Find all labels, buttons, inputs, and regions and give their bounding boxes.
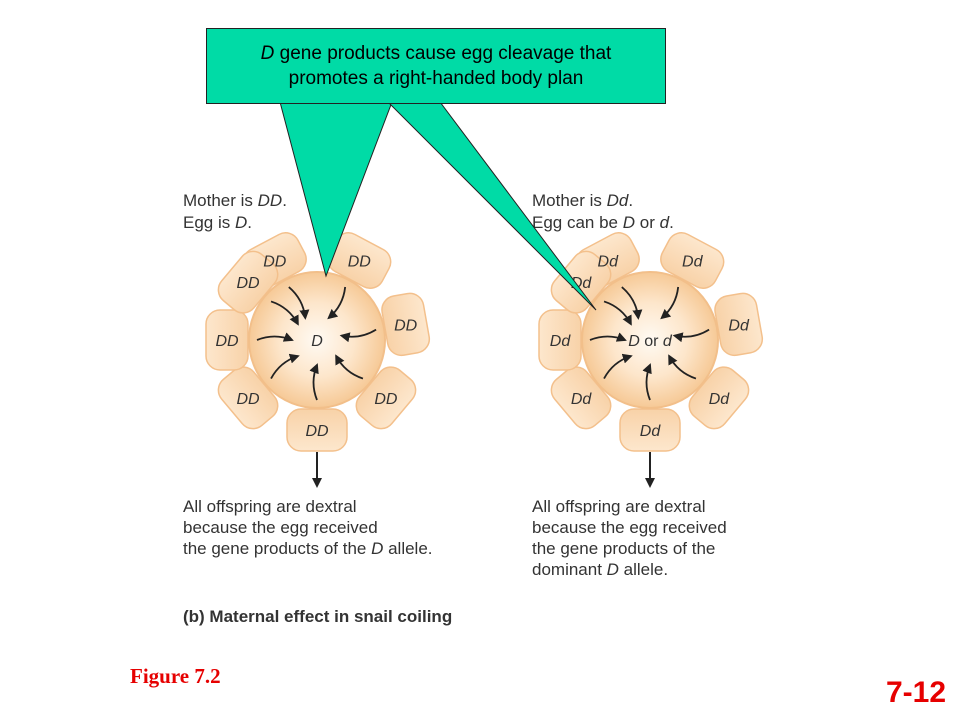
- transfer-arrow: [589, 332, 627, 342]
- right-egg-header: Egg can be D or d.: [532, 213, 674, 232]
- left-result-text: All offspring are dextral because the eg…: [183, 497, 433, 558]
- nurse-cell-label: Dd: [550, 333, 572, 350]
- egg-label: D or d: [628, 333, 673, 350]
- callout-line-2: promotes a right-handed body plan: [288, 68, 584, 89]
- figure-caption: (b) Maternal effect in snail coiling: [183, 607, 452, 626]
- transfer-arrow: [621, 286, 643, 320]
- nurse-cell-label: Dd: [728, 317, 750, 334]
- nurse-cell-label: DD: [305, 423, 329, 440]
- transfer-arrow: [660, 286, 680, 320]
- nurse-cell-label: DD: [263, 254, 287, 271]
- nurse-cell-label: DD: [215, 333, 239, 350]
- egg-label: D: [311, 333, 323, 350]
- nurse-cell-label: Dd: [571, 391, 593, 408]
- nurse-cell-label: Dd: [682, 254, 704, 271]
- transfer-arrow: [270, 353, 300, 379]
- right-result-text: All offspring are dextral because the eg…: [532, 497, 731, 579]
- callout-box: D gene products cause egg cleavage that …: [206, 28, 666, 104]
- slide-number: 7-12: [885, 676, 946, 709]
- transfer-arrow: [270, 300, 299, 326]
- transfer-arrow: [288, 286, 310, 320]
- transfer-arrow: [668, 354, 697, 380]
- transfer-arrow: [642, 363, 652, 401]
- transfer-arrow: [603, 353, 633, 379]
- left-mother-header: Mother is DD.: [183, 191, 287, 210]
- transfer-arrow: [339, 328, 377, 343]
- nurse-cell-label: DD: [394, 317, 418, 334]
- nurse-cell-label: Dd: [709, 391, 731, 408]
- transfer-arrow: [335, 354, 364, 380]
- nurse-cell-label: DD: [237, 275, 261, 292]
- figure-label: Figure 7.2: [130, 664, 221, 688]
- nurse-cell-label: DD: [374, 391, 398, 408]
- transfer-arrow: [672, 328, 710, 343]
- egg-cell: [581, 271, 719, 409]
- callout-line-1: D gene products cause egg cleavage that: [260, 43, 612, 64]
- transfer-arrow: [327, 286, 347, 320]
- transfer-arrow: [603, 300, 632, 326]
- left-egg-header: Egg is D.: [183, 213, 252, 232]
- nurse-cell-label: Dd: [640, 423, 662, 440]
- nurse-cell-label: DD: [348, 254, 372, 271]
- nurse-cell-label: Dd: [598, 254, 620, 271]
- egg-cell: [248, 271, 386, 409]
- transfer-arrow: [256, 332, 294, 342]
- transfer-arrow: [309, 363, 319, 401]
- nurse-cell-label: DD: [237, 391, 261, 408]
- right-mother-header: Mother is Dd.: [532, 191, 633, 210]
